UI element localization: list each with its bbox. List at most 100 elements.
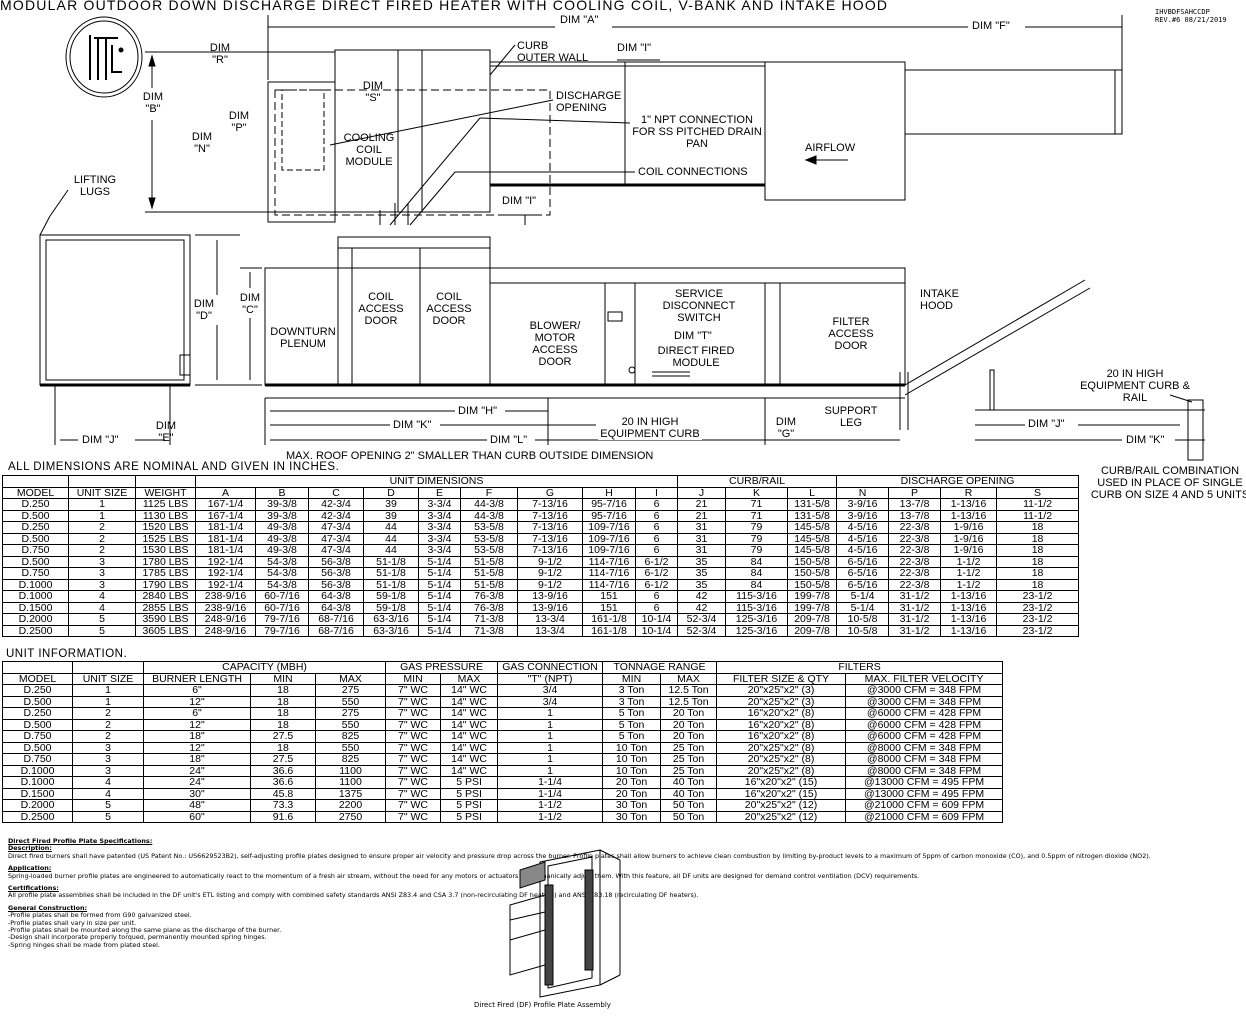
table-cell: 47-3/4 (308, 544, 364, 557)
table-cell: 209-7/8 (787, 624, 838, 637)
table-cell: 4 (68, 590, 136, 603)
table-cell: 6 (634, 590, 679, 603)
table-cell: 1375 (314, 787, 387, 800)
table-cell: 1520 LBS (135, 521, 196, 534)
column-header: B (255, 486, 309, 499)
table-cell: 49-3/8 (255, 544, 309, 557)
table-cell: 20"x25"x2" (3) (716, 695, 847, 708)
table-cell: 125-3/16 (725, 624, 789, 637)
table-cell: 18" (143, 730, 251, 743)
table-cell: 6-5/16 (836, 578, 890, 591)
table-cell: 44 (363, 532, 419, 545)
table-cell: 20 Ton (660, 730, 718, 743)
equipment-curb-label: 20 IN HIGH EQUIPMENT CURB (598, 416, 702, 440)
column-header: UNIT SIZE (68, 486, 136, 499)
description-heading: Description: (8, 844, 52, 853)
table-cell: 13-3/4 (517, 613, 583, 626)
table-cell: 51-5/8 (460, 555, 518, 568)
dimensions-caption: ALL DIMENSIONS ARE NOMINAL AND GIVEN IN … (8, 461, 340, 473)
table-cell: 5 Ton (602, 730, 662, 743)
table-cell: 1100 (314, 764, 387, 777)
table-cell: D.750 (2, 730, 73, 743)
table-cell: 64-3/8 (308, 601, 364, 614)
table-cell: 181-1/4 (195, 521, 256, 534)
table-cell: 23-1/2 (996, 624, 1080, 637)
table-cell: 161-1/8 (582, 613, 636, 626)
table-cell: 12" (143, 695, 251, 708)
column-header: L (787, 486, 838, 499)
table-cell: 12.5 Ton (660, 684, 718, 697)
table-cell: 48" (143, 799, 251, 812)
table-cell: 6 (634, 498, 679, 511)
table-cell: D.750 (2, 544, 69, 557)
table-cell: 1 (497, 741, 604, 754)
table-cell: 60" (143, 810, 251, 823)
table-cell: 56-3/8 (308, 578, 364, 591)
coil-access-door-2-label: COIL ACCESS DOOR (426, 291, 472, 327)
table-cell: 16"x20"x2" (15) (716, 787, 847, 800)
table-cell: 30 Ton (602, 810, 662, 823)
table-cell: 3/4 (497, 695, 604, 708)
table-cell: 1130 LBS (135, 509, 196, 522)
table-cell: D.500 (2, 741, 73, 754)
table-cell: 6 (634, 544, 679, 557)
table-cell: 79 (725, 521, 789, 534)
table-cell: 54-3/8 (255, 555, 309, 568)
downturn-plenum-label: DOWNTURN PLENUM (270, 326, 336, 350)
table-cell: @6000 CFM = 428 FPM (845, 718, 1004, 731)
column-header: P (888, 486, 942, 499)
table-cell: D.250 (2, 684, 73, 697)
group-header-row: UNIT DIMENSIONS CURB/RAIL DISCHARGE OPEN… (2, 475, 1080, 488)
table-cell: 3 Ton (602, 684, 662, 697)
table-cell: 7-13/16 (517, 532, 583, 545)
table-cell: 1-9/16 (940, 521, 998, 534)
tonnage-group: TONNAGE RANGE (602, 661, 718, 674)
table-cell: 192-1/4 (195, 567, 256, 580)
table-cell: 7-13/16 (517, 498, 583, 511)
table-cell: 825 (314, 753, 387, 766)
table-cell: 39 (363, 509, 419, 522)
table-cell: 16"x20"x2" (15) (716, 776, 847, 789)
table-cell: 18 (996, 521, 1080, 534)
table-cell: D.1000 (2, 776, 73, 789)
table-cell: 3605 LBS (135, 624, 196, 637)
column-header: E (418, 486, 461, 499)
table-cell: 161-1/8 (582, 624, 636, 637)
table-cell: @21000 CFM = 609 FPM (845, 810, 1004, 823)
dim-k-detail-label: DIM "K" (1126, 434, 1165, 446)
end-view (39, 234, 240, 445)
table-cell: 1 (68, 498, 136, 511)
column-header: I (634, 486, 679, 499)
table-cell: 3 (68, 555, 136, 568)
cooling-coil-module-label: COOLING COIL MODULE (343, 132, 395, 168)
table-cell: 35 (677, 578, 727, 591)
table-cell: 550 (314, 695, 387, 708)
profile-plate-caption: Direct Fired (DF) Profile Plate Assembly (474, 1001, 611, 1009)
table-cell: 150-5/8 (787, 578, 838, 591)
table-cell: 4 (68, 601, 136, 614)
table-cell: 3-3/4 (418, 521, 461, 534)
table-cell: 18 (996, 544, 1080, 557)
table-cell: @8000 CFM = 348 FPM (845, 753, 1004, 766)
table-cell: 59-1/8 (363, 601, 419, 614)
table-cell: 1-1/2 (940, 555, 998, 568)
table-cell: 50 Ton (660, 799, 718, 812)
table-cell: D.500 (2, 532, 69, 545)
table-cell: 248-9/16 (195, 613, 256, 626)
table-cell: 14" WC (440, 707, 499, 720)
discharge-opening-label: DISCHARGE OPENING (556, 90, 622, 114)
table-cell: 31-1/2 (888, 613, 942, 626)
table-cell: 7" WC (385, 787, 442, 800)
column-header: FILTER SIZE & QTY (716, 672, 847, 685)
table-cell: @13000 CFM = 495 FPM (845, 787, 1004, 800)
table-cell: 53-5/8 (460, 521, 518, 534)
table-cell: 47-3/4 (308, 521, 364, 534)
gas-pressure-group: GAS PRESSURE (385, 661, 499, 674)
table-cell: 7" WC (385, 764, 442, 777)
